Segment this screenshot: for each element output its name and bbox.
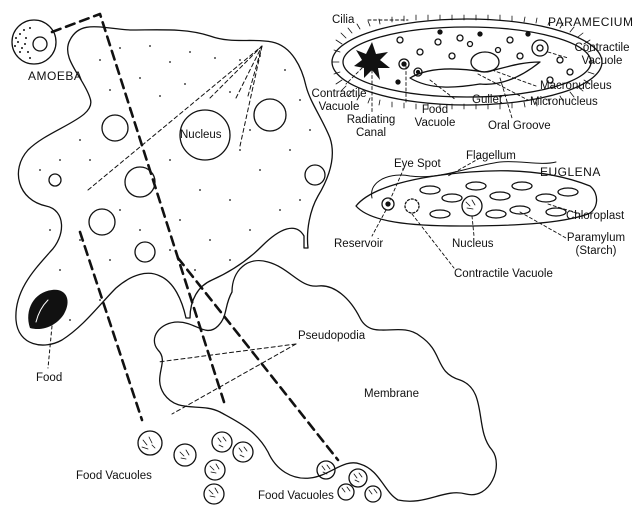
flagellum-label: Flagellum bbox=[466, 150, 516, 162]
food-label: Food bbox=[36, 372, 63, 384]
contractile-vacuole-right-circle bbox=[531, 39, 549, 57]
membrane-blob bbox=[153, 260, 497, 502]
cilia-label: Cilia bbox=[332, 14, 355, 26]
amoeba bbox=[11, 12, 340, 462]
paramecium-leaders bbox=[345, 19, 569, 119]
magnification-lines bbox=[50, 12, 340, 462]
amoeba-inset-cell bbox=[11, 19, 57, 65]
paramecium bbox=[331, 14, 603, 119]
nucleus-circle bbox=[179, 109, 231, 161]
reservoir-label: Reservoir bbox=[334, 238, 384, 250]
contractile-vacuole-euglena-label: Contractile Vacuole bbox=[454, 268, 553, 280]
paramecium-cilia bbox=[331, 14, 597, 110]
euglena-nucleus-label: Nucleus bbox=[452, 238, 494, 250]
food-vacuoles-left-label: Food Vacuoles bbox=[76, 470, 152, 482]
euglena bbox=[355, 157, 598, 269]
euglena-outline bbox=[355, 170, 598, 227]
pseudopodia-label: Pseudopodia bbox=[298, 330, 366, 342]
contractile-vacuole-euglena-circle bbox=[404, 198, 420, 214]
euglena-leaders bbox=[371, 157, 581, 269]
oral-groove-label: Oral Groove bbox=[488, 120, 551, 132]
radiating-canal-star bbox=[354, 42, 390, 80]
food-vacuoles-right-label: Food Vacuoles bbox=[258, 490, 334, 502]
food-vacuoles-left bbox=[137, 430, 254, 505]
macronucleus bbox=[470, 51, 500, 73]
membrane-outline bbox=[153, 260, 497, 502]
amoeba-nucleus-label: Nucleus bbox=[180, 129, 222, 141]
micronucleus-label: Micronucleus bbox=[530, 96, 598, 108]
amoeba-title: AMOEBA bbox=[28, 69, 83, 83]
eye-spot bbox=[381, 197, 395, 211]
food-vacuole-label: Food Vacuole bbox=[414, 104, 456, 129]
eye-spot-label: Eye Spot bbox=[394, 158, 441, 170]
euglena-nucleus-circle bbox=[461, 195, 483, 217]
paramecium-granules bbox=[395, 29, 574, 85]
radiating-canal-label: Radiating Canal bbox=[346, 114, 396, 139]
interior-dashes bbox=[87, 45, 263, 191]
membrane-label: Membrane bbox=[364, 388, 419, 400]
gullet-label: Gullet bbox=[472, 94, 503, 106]
chloroplasts bbox=[419, 181, 579, 219]
gullet bbox=[409, 61, 541, 88]
food-vacuoles-right bbox=[316, 460, 382, 503]
contractile-vacuole-paramecium-label: Contractile Vacuole bbox=[574, 42, 630, 67]
macronucleus-label: Macronucleus bbox=[540, 80, 612, 92]
amoeba-outline bbox=[15, 26, 333, 346]
cytoplasm-stipple bbox=[39, 45, 311, 321]
chloroplast-label: Chloroplast bbox=[566, 210, 625, 222]
food-particle bbox=[28, 289, 68, 330]
pseudopodia-leaders bbox=[157, 343, 297, 415]
euglena-title: EUGLENA bbox=[540, 165, 601, 179]
paramecium-title: PARAMECIUM bbox=[548, 15, 634, 29]
contractile-vacuole-left-label: Contractile Vacuole bbox=[311, 88, 367, 113]
paramylum-label: Paramylum (Starch) bbox=[566, 232, 626, 257]
